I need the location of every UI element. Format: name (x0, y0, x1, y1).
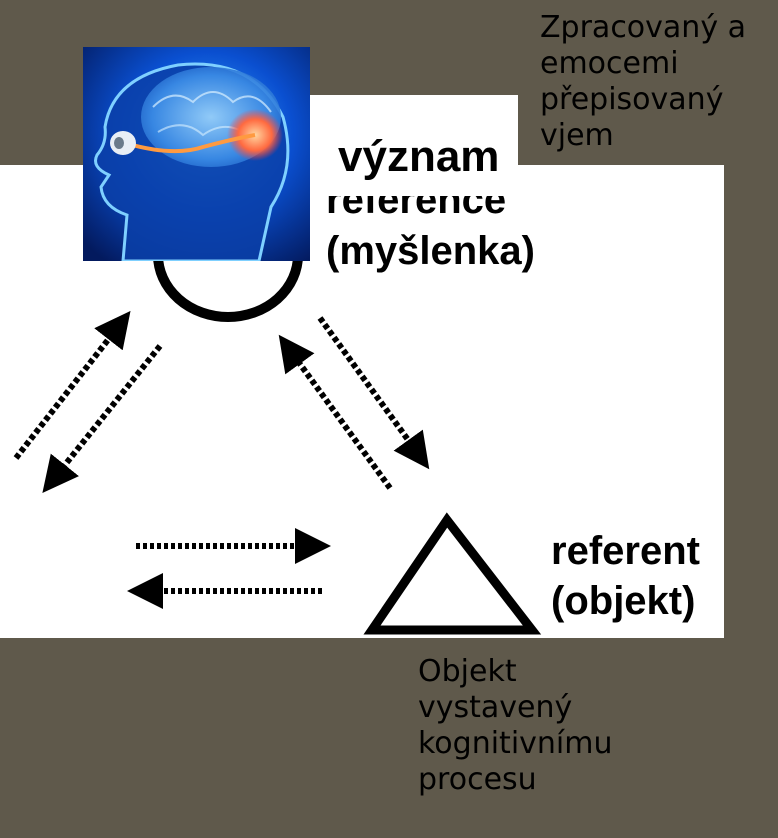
referent-object-label: (objekt) (551, 579, 696, 623)
perception-caption: Zpracovaný a emocemi přepisovaný vjem (540, 10, 746, 153)
brain-head-image (83, 47, 310, 261)
reference-label-clipped: reference (326, 196, 507, 218)
object-caption: Objekt vystavený kognitivnímu procesu (418, 654, 613, 797)
reference-thought-label: (myšlenka) (326, 229, 535, 273)
arrow-to-referent (317, 316, 430, 470)
arrow-from-referent (278, 334, 393, 490)
arrow-to-reference (13, 310, 131, 460)
referent-label: referent (551, 529, 700, 573)
label-panel (308, 95, 518, 170)
referent-triangle (363, 512, 542, 635)
reference-circle (153, 254, 303, 322)
arrow-from-reference (42, 344, 163, 494)
meaning-label: význam (338, 132, 500, 181)
